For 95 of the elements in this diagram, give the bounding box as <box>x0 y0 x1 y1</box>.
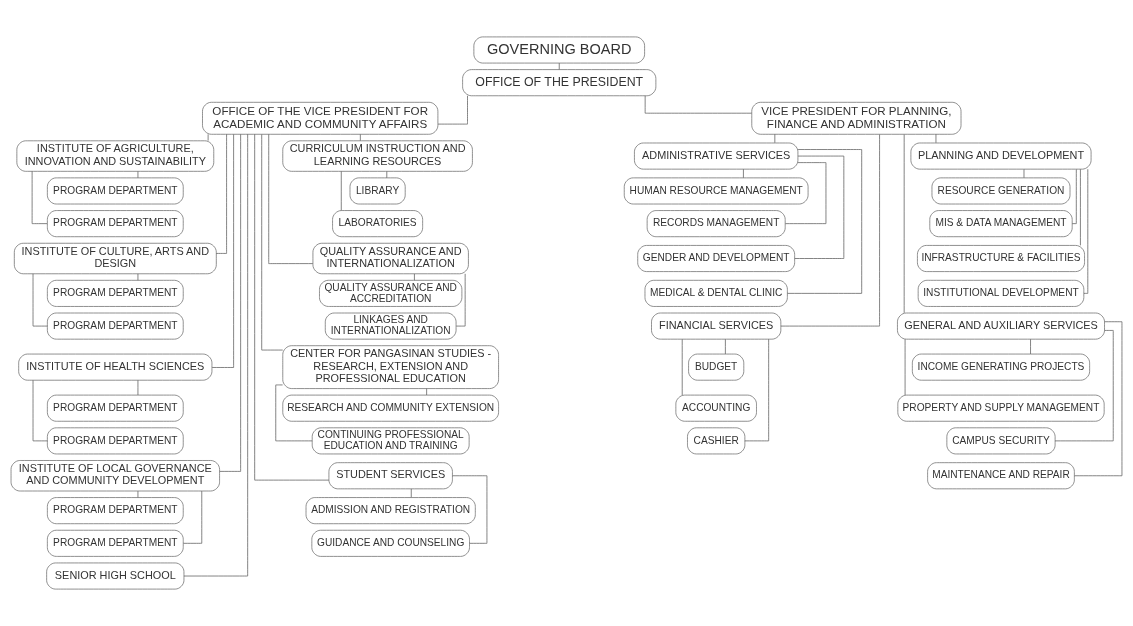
connector <box>903 134 905 314</box>
node-box: PROGRAM DEPARTMENT <box>47 177 184 205</box>
node-box: HUMAN RESOURCE MANAGEMENT <box>623 177 809 205</box>
node-box: LABORATORIES <box>332 210 423 238</box>
connector <box>137 490 139 498</box>
node-box: STUDENT SERVICES <box>328 462 453 490</box>
connector <box>426 388 427 396</box>
node-box: INSTITUTE OF LOCAL GOVERNANCE AND COMMUNITY DEVELOPMENT <box>10 460 220 492</box>
node-box: FINANCIAL SERVICES <box>651 312 782 340</box>
connector <box>275 384 313 442</box>
connector <box>558 62 560 70</box>
connector <box>359 133 361 141</box>
connector <box>137 380 139 396</box>
node-box: CONTINUING PROFESSIONAL EDUCATION AND TRAINING <box>311 427 470 455</box>
node-box: CURRICULUM INSTRUCTION AND LEARNING RESOURCES <box>282 140 473 172</box>
connector <box>644 95 753 114</box>
connector <box>1074 321 1123 477</box>
node-box: OFFICE OF THE VICE PRESIDENT FOR ACADEMIC AND COMMUNITY AFFAIRS <box>202 101 439 135</box>
connector <box>1080 168 1081 246</box>
node-box: VICE PRESIDENT FOR PLANNING, FINANCE AND ADMINISTRATION <box>751 101 962 135</box>
connector <box>437 95 468 125</box>
node-box: PROPERTY AND SUPPLY MANAGEMENT <box>897 394 1105 422</box>
connector <box>410 488 412 498</box>
node-box: RESEARCH AND COMMUNITY EXTENSION <box>282 394 499 422</box>
node-box: SENIOR HIGH SCHOOL <box>46 562 185 590</box>
connector <box>137 171 139 179</box>
connector <box>340 171 342 211</box>
connector <box>261 134 284 351</box>
node-box: LIBRARY <box>349 177 406 205</box>
node-box: INSTITUTE OF AGRICULTURE, INNOVATION AND SUSTAINABILITY <box>16 140 215 172</box>
node-box: INSTITUTE OF HEALTH SCIENCES <box>18 353 213 381</box>
connector <box>785 162 827 224</box>
connector <box>935 133 937 144</box>
connector <box>254 133 330 481</box>
node-box: MIS & DATA MANAGEMENT <box>929 210 1073 238</box>
node-box: OFFICE OF THE PRESIDENT <box>462 69 657 97</box>
connector <box>1083 168 1089 294</box>
node-box: INCOME GENERATING PROJECTS <box>911 353 1090 381</box>
connector <box>1054 330 1114 442</box>
connector <box>1030 338 1031 355</box>
node-box: PROGRAM DEPARTMENT <box>47 312 184 340</box>
connector <box>725 338 726 355</box>
node-box: PROGRAM DEPARTMENT <box>47 210 184 238</box>
node-box: RECORDS MANAGEMENT <box>646 210 786 238</box>
node-box: CENTER FOR PANGASINAN STUDIES - RESEARCH, EXTENSION AND PROFESSIONAL EDUCATION <box>282 345 499 389</box>
connector <box>183 133 249 577</box>
connector <box>794 155 845 259</box>
node-box: GENDER AND DEVELOPMENT <box>637 245 795 272</box>
node-box: GENERAL AND AUXILIARY SERVICES <box>897 312 1105 340</box>
connector <box>904 338 906 396</box>
node-box: PLANNING AND DEVELOPMENT <box>910 142 1092 170</box>
node-box: CAMPUS SECURITY <box>946 427 1056 455</box>
node-box: MEDICAL & DENTAL CLINIC <box>644 279 788 307</box>
connector <box>744 338 770 442</box>
connector <box>1023 168 1025 179</box>
connector <box>215 133 227 254</box>
node-box: GOVERNING BOARD <box>473 36 645 64</box>
node-box: ADMINISTRATIVE SERVICES <box>634 142 799 170</box>
node-box: PROGRAM DEPARTMENT <box>47 394 184 422</box>
node-box: ADMISSION AND REGISTRATION <box>305 497 476 525</box>
node-box: MAINTENANCE AND REPAIR <box>927 462 1075 490</box>
connector <box>211 134 234 368</box>
node-box: INSTITUTE OF CULTURE, ARTS AND DESIGN <box>13 242 217 275</box>
connector <box>386 171 388 179</box>
connector <box>787 149 863 294</box>
node-box: ACCOUNTING <box>675 394 757 422</box>
connector <box>268 134 314 264</box>
connector <box>780 134 880 327</box>
connector <box>32 379 48 442</box>
connector <box>137 273 139 281</box>
node-box: GUIDANCE AND COUNSELING <box>311 529 470 557</box>
connector <box>183 490 203 544</box>
connector <box>32 273 48 327</box>
connector <box>31 171 48 224</box>
connector <box>743 168 744 179</box>
connector <box>452 475 488 544</box>
connector <box>455 273 466 327</box>
node-box: QUALITY ASSURANCE AND ACCREDITATION <box>319 279 463 307</box>
node-box: PROGRAM DEPARTMENT <box>47 529 184 557</box>
connector <box>681 338 683 396</box>
connector <box>207 133 209 141</box>
connector <box>774 133 776 144</box>
node-box: INFRASTRUCTURE & FACILITIES <box>917 245 1085 272</box>
node-box: CASHIER <box>687 427 746 455</box>
node-box: RESOURCE GENERATION <box>931 177 1071 205</box>
node-box: INSTITUTIONAL DEVELOPMENT <box>917 279 1085 307</box>
connector <box>414 273 415 281</box>
node-box: LINKAGES AND INTERNATIONALIZATION <box>324 312 457 340</box>
connector <box>219 134 241 472</box>
node-box: PROGRAM DEPARTMENT <box>47 427 184 455</box>
connector <box>1071 169 1077 224</box>
node-box: QUALITY ASSURANCE AND INTERNATIONALIZATION <box>312 242 469 275</box>
node-box: PROGRAM DEPARTMENT <box>47 279 184 307</box>
node-box: BUDGET <box>688 353 745 381</box>
node-box: PROGRAM DEPARTMENT <box>47 497 184 525</box>
